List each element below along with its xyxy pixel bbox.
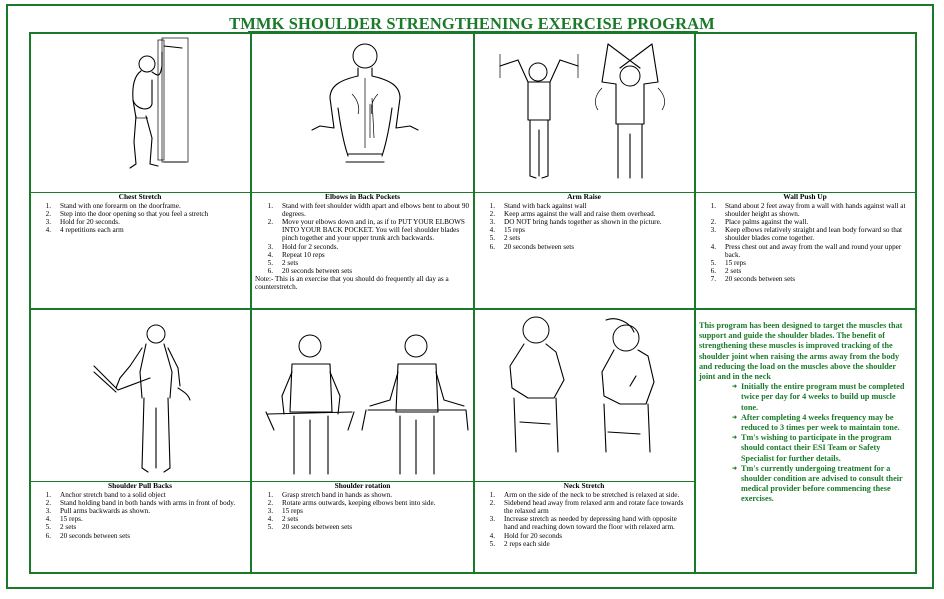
exercise-card-arm-raise: Arm Raise 1.Stand with back against wall… — [477, 192, 691, 251]
title-underline — [248, 31, 698, 32]
list-item: 1.Grasp stretch band in hands as shown. — [267, 491, 392, 500]
step-list: 1.Stand about 2 feet away from a wall wi… — [698, 202, 912, 283]
list-item: 3.Keep elbows relatively straight and le… — [710, 226, 903, 243]
list-item: 1.Stand about 2 feet away from a wall wi… — [710, 202, 906, 219]
list-item: 3.DO NOT bring hands together as shown i… — [489, 218, 662, 227]
list-item: ➜After completing 4 weeks frequency may … — [699, 413, 914, 433]
divider — [30, 308, 916, 310]
step-list: 1.Stand with one forearm on the doorfram… — [33, 202, 247, 234]
list-item: 5.2 sets — [45, 523, 77, 532]
list-item: 3.Hold for 20 seconds. — [45, 218, 120, 227]
list-item: 3.Pull arms backwards as shown. — [45, 507, 151, 516]
list-item: 2.Move your elbows down and in, as if to… — [267, 218, 465, 243]
program-intro: This program has been designed to target… — [699, 321, 903, 382]
list-item: 4.Hold for 20 seconds — [489, 531, 563, 540]
list-item: ➜Tm's wishing to participate in the prog… — [699, 433, 914, 464]
list-item: 2.Keep arms against the wall and raise t… — [489, 210, 656, 219]
list-item: 5.20 seconds between sets — [267, 523, 353, 532]
divider — [30, 192, 916, 193]
list-item: 4.15 reps. — [45, 515, 83, 524]
list-item: 4.Repeat 10 reps — [267, 250, 325, 259]
divider — [30, 481, 695, 482]
list-item: 5.15 reps — [710, 258, 746, 267]
program-guidelines-list: ➜Initially the entire program must be co… — [699, 382, 914, 504]
list-item: 4.2 sets — [267, 515, 299, 524]
divider — [473, 33, 475, 573]
list-item: 2.Step into the door opening so that you… — [45, 210, 209, 219]
divider — [250, 33, 252, 573]
arrow-bullet-icon: ➜ — [731, 414, 737, 421]
list-item: 2.Sidebend head away from relaxed arm an… — [489, 499, 684, 516]
exercise-title: Shoulder Pull Backs — [108, 481, 172, 490]
exercise-card-shoulder-rotation: Shoulder rotation 1.Grasp stretch band i… — [255, 481, 470, 532]
list-item: ➜Tm's currently undergoing treatment for… — [699, 464, 914, 505]
list-item: 1.Stand with feet shoulder width apart a… — [267, 202, 470, 219]
program-info-panel: This program has been designed to target… — [699, 321, 914, 505]
list-item: 6.20 seconds between sets — [45, 531, 131, 540]
page-border — [6, 4, 934, 589]
page-title: TMMK SHOULDER STRENGTHENING EXERCISE PRO… — [229, 14, 715, 33]
exercise-card-shoulder-pull-backs: Shoulder Pull Backs 1.Anchor stretch ban… — [33, 481, 247, 540]
arrow-bullet-icon: ➜ — [731, 465, 737, 472]
list-item: 4.4 repetitions each arm — [45, 226, 124, 235]
exercise-title: Chest Stretch — [118, 192, 162, 201]
neck-stretch-illustration — [509, 316, 655, 453]
exercise-note: Note:- This is an exercise that you shou… — [255, 274, 449, 292]
chest-stretch-illustration — [129, 37, 189, 169]
exercise-card-elbows-back-pockets: Elbows in Back Pockets 1.Stand with feet… — [255, 192, 470, 292]
list-item: 1.Anchor stretch band to a solid object — [45, 491, 166, 500]
list-item: 6.2 sets — [710, 266, 742, 275]
list-item: 4.Press chest out and away from the wall… — [710, 242, 902, 259]
list-item: 2.Stand holding band in both hands with … — [45, 499, 236, 508]
list-item: 3.Hold for 2 seconds. — [267, 242, 339, 251]
list-item: 1.Arm on the side of the neck to be stre… — [489, 491, 680, 500]
arm-raise-illustration — [499, 43, 665, 179]
exercise-card-wall-push-up: Wall Push Up 1.Stand about 2 feet away f… — [698, 192, 912, 283]
arrow-bullet-icon: ➜ — [731, 435, 737, 442]
step-list: 1.Anchor stretch band to a solid object … — [33, 491, 247, 540]
list-item: 5.2 reps each side — [489, 539, 550, 548]
exercise-card-chest-stretch: Chest Stretch 1.Stand with one forearm o… — [33, 192, 247, 234]
list-item: ➜Initially the entire program must be co… — [699, 382, 914, 413]
step-list: 1.Stand with back against wall 2.Keep ar… — [477, 202, 691, 251]
list-item: 1.Stand with one forearm on the doorfram… — [45, 202, 181, 211]
list-item: 6.20 seconds between sets — [267, 266, 353, 275]
list-item: 5.2 sets — [267, 258, 299, 267]
arrow-bullet-icon: ➜ — [731, 384, 737, 391]
exercise-card-neck-stretch: Neck Stretch 1.Arm on the side of the ne… — [477, 481, 691, 548]
exercise-title: Elbows in Back Pockets — [325, 192, 400, 201]
list-item: 4.15 reps — [489, 226, 525, 235]
list-item: 1.Stand with back against wall — [489, 202, 587, 211]
divider — [694, 33, 696, 573]
list-item: 2.Place palms against the wall. — [710, 218, 809, 227]
elbows-back-pockets-illustration — [311, 43, 419, 163]
exercise-title: Neck Stretch — [563, 481, 605, 490]
list-item: 3.15 reps — [267, 507, 303, 516]
list-item: 6.20 seconds between sets — [489, 242, 575, 251]
step-list: 1.Arm on the side of the neck to be stre… — [477, 491, 691, 548]
step-list: 1.Stand with feet shoulder width apart a… — [255, 202, 470, 275]
shoulder-rotation-illustration — [265, 334, 469, 475]
step-list: 1.Grasp stretch band in hands as shown. … — [255, 491, 470, 531]
exercise-title: Wall Push Up — [783, 192, 827, 201]
exercise-title: Arm Raise — [567, 192, 601, 201]
exercise-title: Shoulder rotation — [334, 481, 391, 490]
shoulder-pull-backs-illustration — [93, 324, 191, 473]
list-item: 3.Increase stretch as needed by depressi… — [489, 515, 677, 532]
list-item: 7.20 seconds between sets — [710, 274, 796, 283]
list-item: 2.Rotate arms outwards, keeping elbows b… — [267, 499, 436, 508]
list-item: 5.2 sets — [489, 234, 521, 243]
